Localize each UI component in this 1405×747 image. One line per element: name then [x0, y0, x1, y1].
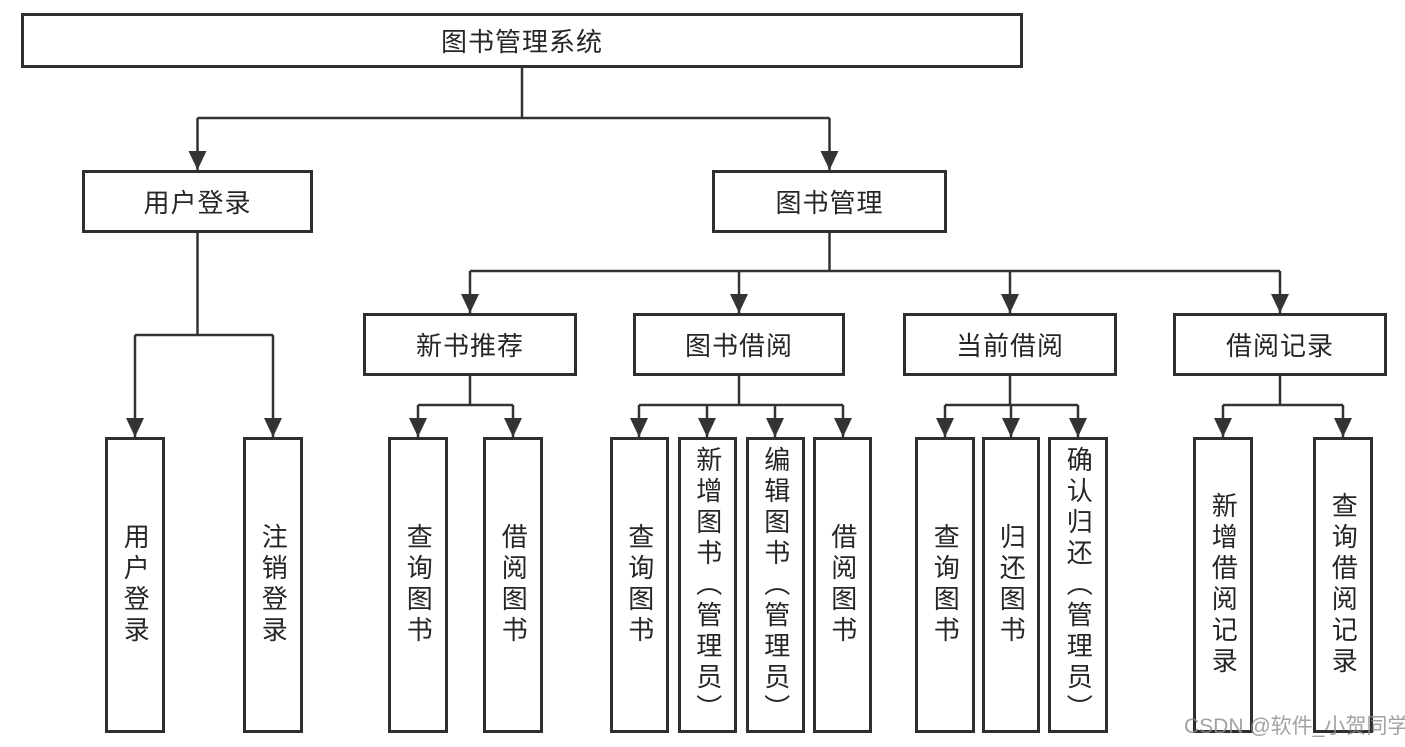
leaf-borrow-books: 借阅图书 — [813, 437, 872, 733]
leaf-borrow-books-recommend-label: 借阅图书 — [498, 523, 529, 647]
leaf-edit-book-admin: 编辑图书（管理员） — [746, 437, 805, 733]
node-book-management-system: 图书管理系统 — [21, 13, 1023, 68]
leaf-add-borrow-record: 新增借阅记录 — [1193, 437, 1253, 733]
connector-borrow-records — [1221, 376, 1345, 437]
leaf-query-borrow-record: 查询借阅记录 — [1313, 437, 1373, 733]
leaf-add-book-admin-label: 新增图书（管理员） — [692, 445, 723, 725]
leaf-logout-label: 注销登录 — [258, 523, 289, 647]
leaf-query-books-current-label: 查询图书 — [930, 523, 961, 647]
leaf-add-borrow-record-label: 新增借阅记录 — [1208, 492, 1239, 678]
leaf-return-book-label: 归还图书 — [996, 523, 1027, 647]
leaf-borrow-books-label: 借阅图书 — [827, 523, 858, 647]
leaf-user-login: 用户登录 — [105, 437, 165, 733]
connector-user-login — [133, 233, 275, 437]
leaf-query-borrow-record-label: 查询借阅记录 — [1328, 492, 1359, 678]
leaf-edit-book-admin-label: 编辑图书（管理员） — [760, 445, 791, 725]
arrowheads — [126, 151, 1352, 437]
connector-root — [196, 68, 831, 170]
node-book-management: 图书管理 — [712, 170, 947, 233]
node-user-login: 用户登录 — [82, 170, 313, 233]
csdn-watermark: CSDN @软件_小贺同学 — [1184, 715, 1405, 738]
leaf-confirm-return-admin-label: 确认归还（管理员） — [1063, 445, 1094, 725]
leaf-return-book: 归还图书 — [982, 437, 1040, 733]
leaf-query-books-borrow: 查询图书 — [610, 437, 669, 733]
node-borrow-records: 借阅记录 — [1173, 313, 1387, 376]
leaf-query-books-recommend: 查询图书 — [388, 437, 448, 733]
leaf-add-book-admin: 新增图书（管理员） — [678, 437, 737, 733]
connector-new-book — [416, 376, 515, 437]
leaf-query-books-borrow-label: 查询图书 — [624, 523, 655, 647]
leaf-query-books-recommend-label: 查询图书 — [403, 523, 434, 647]
connector-book-borrow — [637, 376, 845, 437]
leaf-borrow-books-recommend: 借阅图书 — [483, 437, 543, 733]
leaf-user-login-label: 用户登录 — [120, 523, 151, 647]
leaf-query-books-current: 查询图书 — [915, 437, 975, 733]
node-book-borrow: 图书借阅 — [633, 313, 845, 376]
node-current-borrow: 当前借阅 — [903, 313, 1117, 376]
connector-book-management — [468, 233, 1282, 313]
node-new-book-recommend: 新书推荐 — [363, 313, 577, 376]
leaf-logout: 注销登录 — [243, 437, 303, 733]
leaf-confirm-return-admin: 确认归还（管理员） — [1048, 437, 1108, 733]
